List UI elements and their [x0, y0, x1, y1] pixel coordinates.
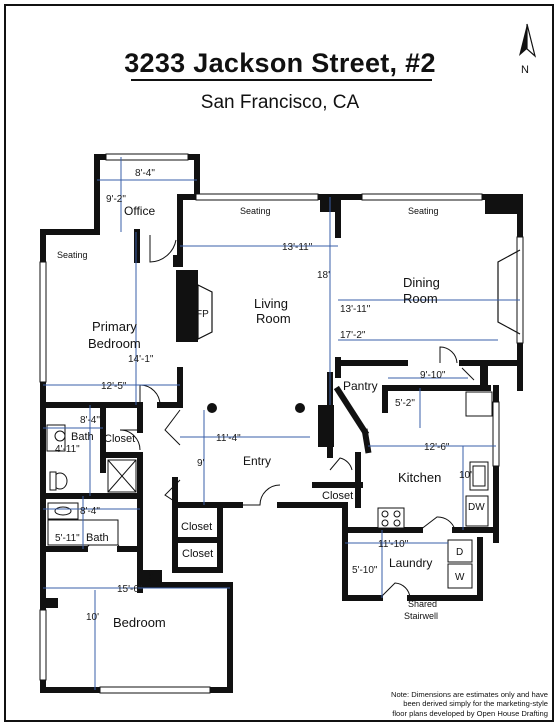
page-border: [4, 4, 554, 722]
dishwasher-label: DW: [468, 502, 485, 513]
dim-office-width: 8'-4": [135, 168, 155, 179]
fireplace: FP: [196, 284, 213, 340]
dimension-lines: [43, 157, 520, 690]
kitchen-label: Kitchen: [398, 470, 441, 485]
bay-window: [497, 249, 521, 335]
dim-hall-width: 11'-4": [216, 433, 241, 444]
dim-entry-depth: 9': [197, 458, 205, 469]
pantry-label: Pantry: [343, 379, 378, 393]
dim-pantry-width: 9'-10": [420, 370, 446, 381]
dim-office-depth: 9'-2": [106, 194, 126, 205]
walls: [40, 154, 523, 693]
dim-primary-depth: 14'-1": [128, 354, 154, 365]
dim-dining-depth: 13'-11": [340, 304, 371, 315]
dimension-labels: 8'-4" 9'-2" 13'-11" 18' 13'-11" 17'-2" 1…: [55, 168, 472, 623]
dim-kitchen-width: 12'-6": [424, 442, 450, 453]
shared-stairwell-label-1: Shared: [408, 599, 437, 609]
dining-room-label-2: Room: [403, 291, 438, 306]
north-arrow-icon: N: [519, 23, 537, 76]
shared-stairwell-label-2: Stairwell: [404, 611, 438, 621]
dim-pantry-depth: 5'-2": [395, 398, 415, 409]
stove-knobs: [207, 403, 305, 413]
closet-entry-1-label: Closet: [181, 521, 212, 533]
seating-label-living: Seating: [240, 206, 271, 216]
dim-kitchen-depth: 10': [459, 470, 472, 481]
office-label: Office: [124, 204, 155, 218]
bath2-label: Bath: [86, 532, 109, 544]
windows: [39, 153, 524, 694]
door-swings: [84, 235, 475, 599]
bedroom-label: Bedroom: [113, 615, 166, 630]
living-room-label-1: Living: [254, 296, 288, 311]
closet-primary-label: Closet: [104, 433, 135, 445]
primary-bedroom-label-2: Bedroom: [88, 336, 141, 351]
entry-label: Entry: [243, 454, 271, 468]
city-subtitle: San Francisco, CA: [200, 92, 360, 113]
dim-dining-width: 17'-2": [340, 330, 366, 341]
washer-label: W: [455, 572, 465, 583]
dim-bedroom-width: 15'-6": [117, 584, 143, 595]
dim-bath1-width: 8'-4": [80, 415, 100, 426]
closet-hall-label: Closet: [322, 490, 353, 502]
primary-bedroom-label-1: Primary: [92, 319, 137, 334]
dim-living-depth: 18': [317, 270, 330, 281]
laundry-label: Laundry: [389, 556, 432, 570]
dryer-label: D: [456, 547, 463, 558]
dining-room-label-1: Dining: [403, 275, 440, 290]
closet-entry-2-label: Closet: [182, 548, 213, 560]
title-underline: [131, 79, 432, 81]
dim-living-width: 13'-11": [282, 242, 313, 253]
seating-label-office: Seating: [57, 250, 88, 260]
north-label: N: [521, 64, 529, 76]
living-room-label-2: Room: [256, 311, 291, 326]
fireplace-label: FP: [196, 309, 209, 320]
dim-primary-width: 12'-5": [101, 381, 127, 392]
dim-bedroom-depth: 10': [86, 612, 99, 623]
dim-bath2-width: 8'-4": [80, 506, 100, 517]
fixtures: [46, 391, 493, 589]
address-title: 3233 Jackson Street, #2: [124, 48, 436, 78]
dim-laundry-width: 11'-10": [378, 539, 409, 550]
bath1-label: Bath: [71, 431, 94, 443]
dim-bath2-depth: 5'-11": [55, 533, 80, 544]
dim-laundry-depth: 5'-10": [352, 565, 378, 576]
disclaimer-note: Note: Dimensions are estimates only and …: [390, 689, 548, 718]
seating-label-dining: Seating: [408, 206, 439, 216]
column-blocks: [40, 194, 520, 608]
dim-bath1-depth: 4'-11": [55, 444, 80, 455]
